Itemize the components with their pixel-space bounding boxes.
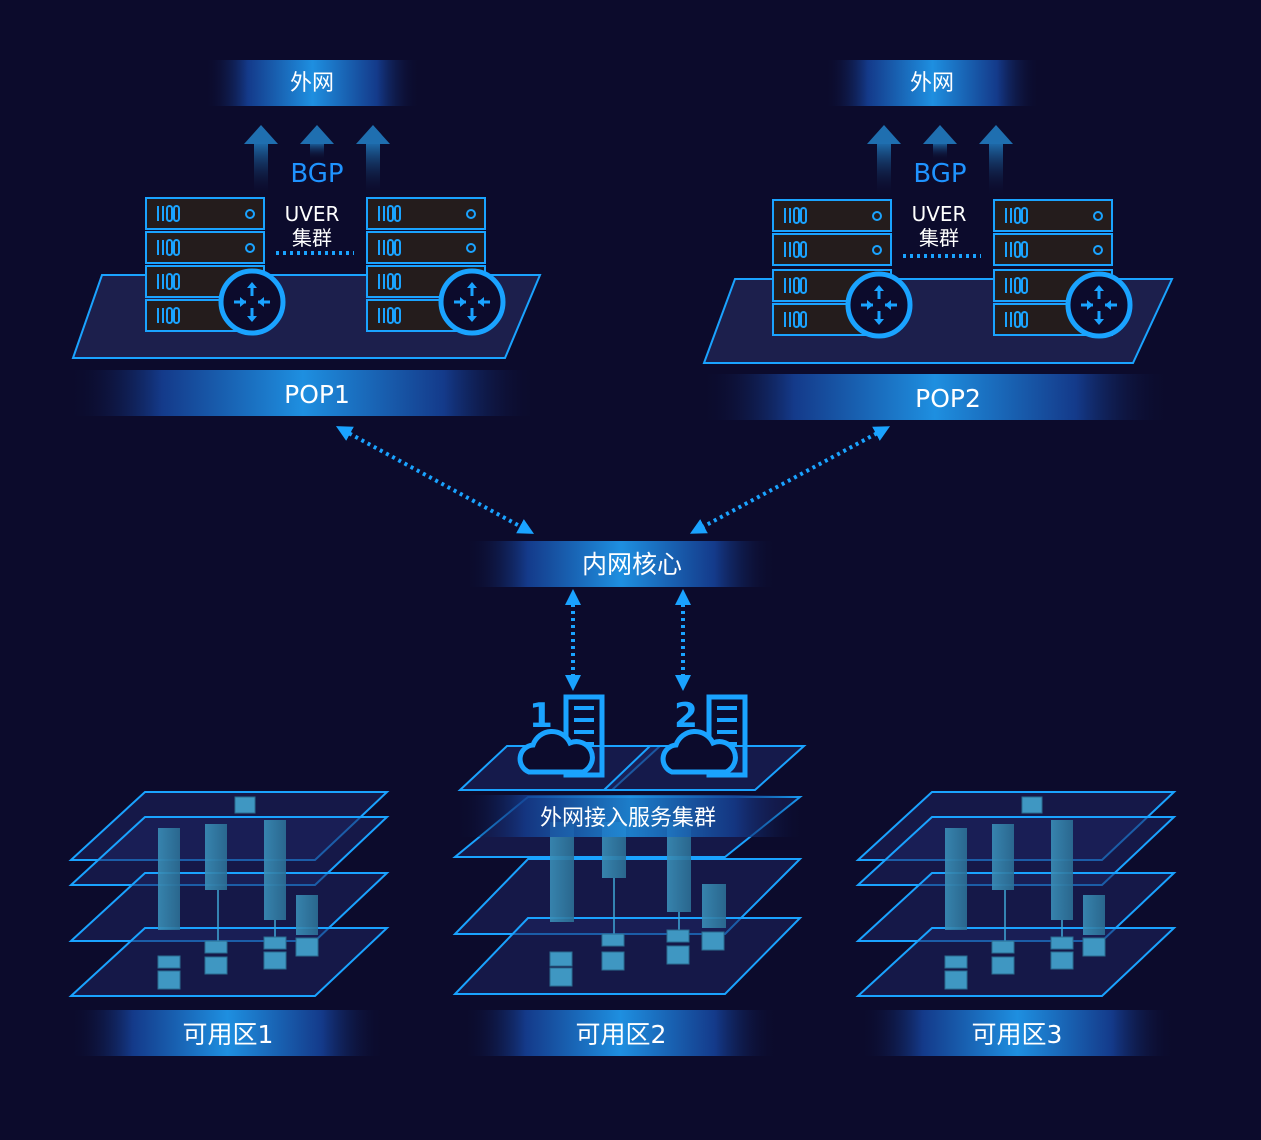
server-rack-icon <box>993 233 1113 266</box>
router-icon <box>438 268 506 336</box>
up-arrow-icon <box>300 125 334 160</box>
pop2-external-label: 外网 <box>910 71 954 96</box>
pop1-external-label: 外网 <box>290 71 334 96</box>
pop2-core-link <box>689 426 891 534</box>
zone-3-banner <box>860 1010 1175 1056</box>
up-arrow-icon <box>356 125 390 197</box>
server-rack-icon <box>772 233 892 266</box>
server-rack-icon <box>145 197 265 230</box>
zone-2-banner <box>463 1010 778 1056</box>
pop1-group: 外网 BGP UVER <box>68 60 542 416</box>
pop2-cluster-label-line1: UVER <box>912 202 967 226</box>
up-arrow-icon <box>923 125 957 160</box>
access-cluster-label: 外网接入服务集群 <box>540 806 716 831</box>
access-node-2-number: 2 <box>674 696 698 736</box>
pop1-banner <box>68 370 538 416</box>
pop1-external-banner <box>205 60 420 106</box>
server-rack-icon <box>145 231 265 264</box>
pop1-core-link <box>335 426 535 534</box>
pop1-cluster-label-line2: 集群 <box>292 226 332 250</box>
pop1-cluster-label-line1: UVER <box>285 202 340 226</box>
core-label: 内网核心 <box>582 550 682 579</box>
access-node-1-number: 1 <box>529 696 553 736</box>
access-cluster: 1 2 外网接入服务集群 <box>455 694 807 837</box>
pop2-group: 外网 BGP UVER <box>700 60 1174 420</box>
access-cluster-banner <box>455 795 805 837</box>
server-rack-icon <box>993 199 1113 232</box>
up-arrow-icon <box>867 125 901 197</box>
up-arrow-icon <box>244 125 278 197</box>
cloud-server-icon <box>660 694 748 778</box>
pop1-label: POP1 <box>284 380 350 409</box>
server-rack-icon <box>366 197 486 230</box>
zone-2-label: 可用区2 <box>576 1020 667 1049</box>
up-arrow-icon <box>979 125 1013 197</box>
server-rack-icon <box>366 231 486 264</box>
router-icon <box>218 268 286 336</box>
zone-1-stack <box>68 791 390 997</box>
server-rack-icon <box>772 199 892 232</box>
zone-1-banner <box>70 1010 385 1056</box>
zone-3-stack <box>855 791 1177 997</box>
pop1-up-arrows <box>244 125 390 197</box>
core-banner <box>465 541 777 587</box>
pop2-external-banner <box>825 60 1040 106</box>
pop2-cluster-label-line2: 集群 <box>919 226 959 250</box>
router-icon <box>1065 271 1133 339</box>
zone-3-label: 可用区3 <box>972 1020 1063 1049</box>
pop1-protocol-label: BGP <box>290 159 343 189</box>
zone-1-label: 可用区1 <box>183 1020 274 1049</box>
pop2-up-arrows <box>867 125 1013 197</box>
cloud-server-icon <box>517 694 605 778</box>
pop2-protocol-label: BGP <box>913 159 966 189</box>
router-icon <box>845 271 913 339</box>
pop2-label: POP2 <box>915 384 981 413</box>
pop2-banner <box>700 374 1170 420</box>
